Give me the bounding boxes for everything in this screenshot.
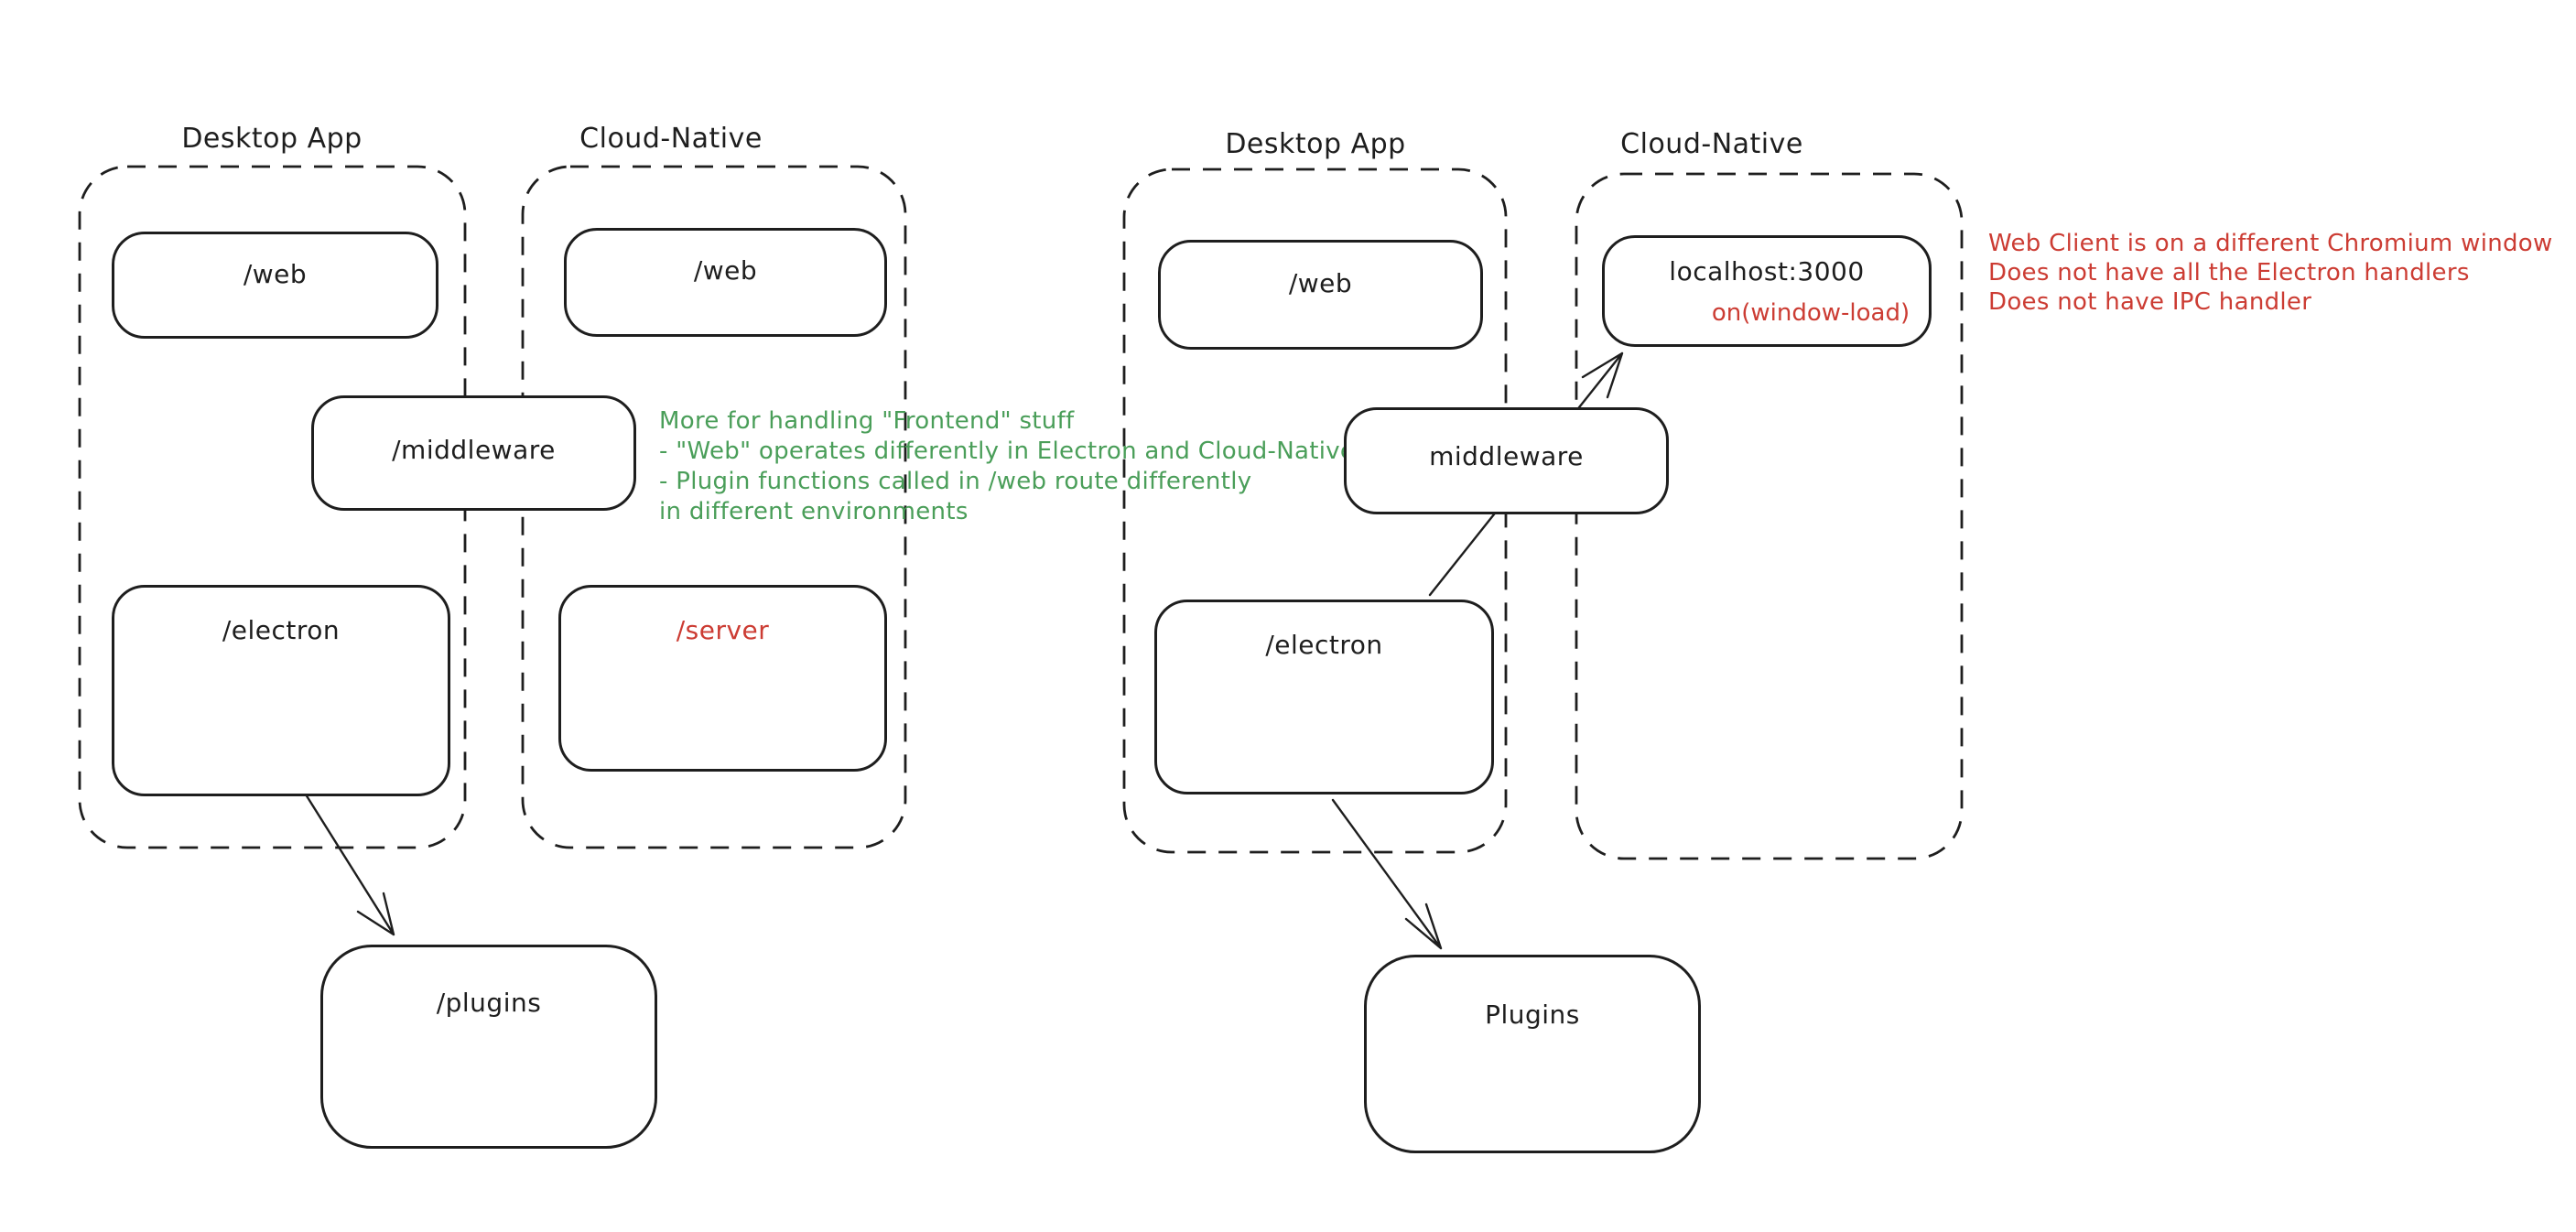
node-label: middleware xyxy=(1429,441,1584,471)
red-annotation: Web Client is on a different Chromium wi… xyxy=(1988,229,2553,317)
red-annotation-line: Web Client is on a different Chromium wi… xyxy=(1988,230,2553,257)
green-annotation-line: - Plugin functions called in /web route … xyxy=(659,468,1252,495)
green-annotation-line: - "Web" operates differently in Electron… xyxy=(659,438,1356,465)
node-label: /electron xyxy=(222,615,341,645)
node-localhost-3000: localhost:3000 on(window-load) xyxy=(1602,235,1932,347)
node-plugins-right: Plugins xyxy=(1364,955,1701,1153)
node-label: /plugins xyxy=(436,988,542,1018)
node-sublabel-on-window-load: on(window-load) xyxy=(1711,299,1910,327)
node-middleware-right: middleware xyxy=(1344,407,1669,514)
right-cloud-native-label: Cloud-Native xyxy=(1620,128,1803,160)
node-web-desktop-left: /web xyxy=(112,232,438,339)
node-label: /web xyxy=(1288,268,1353,298)
left-cloud-native-label: Cloud-Native xyxy=(579,123,763,155)
node-middleware-left: /middleware xyxy=(311,395,636,511)
node-web-right: /web xyxy=(1158,240,1483,350)
green-annotation-line: More for handling "Frontend" stuff xyxy=(659,407,1075,435)
node-electron-left: /electron xyxy=(112,585,450,796)
red-annotation-line: Does not have IPC handler xyxy=(1988,288,2312,316)
green-annotation: More for handling "Frontend" stuff - "We… xyxy=(659,406,1355,527)
node-label: /electron xyxy=(1265,630,1383,660)
node-label: Plugins xyxy=(1485,1000,1580,1030)
arrow-left-electron-to-plugins xyxy=(304,793,395,936)
green-annotation-line: in different environments xyxy=(659,498,969,525)
right-desktop-app-label: Desktop App xyxy=(1225,128,1406,160)
node-label: localhost:3000 xyxy=(1669,256,1865,286)
node-label: /web xyxy=(693,255,758,286)
node-electron-right: /electron xyxy=(1154,600,1494,794)
left-desktop-app-label: Desktop App xyxy=(181,123,363,155)
arrow-right-electron-to-plugins xyxy=(1331,798,1443,950)
node-label: /middleware xyxy=(392,435,556,465)
node-web-cloud-left: /web xyxy=(564,228,887,337)
node-server-left: /server xyxy=(558,585,887,772)
red-annotation-line: Does not have all the Electron handlers xyxy=(1988,259,2470,286)
node-label: /server xyxy=(676,615,770,645)
node-label: /web xyxy=(243,259,308,289)
node-plugins-left: /plugins xyxy=(320,945,657,1149)
